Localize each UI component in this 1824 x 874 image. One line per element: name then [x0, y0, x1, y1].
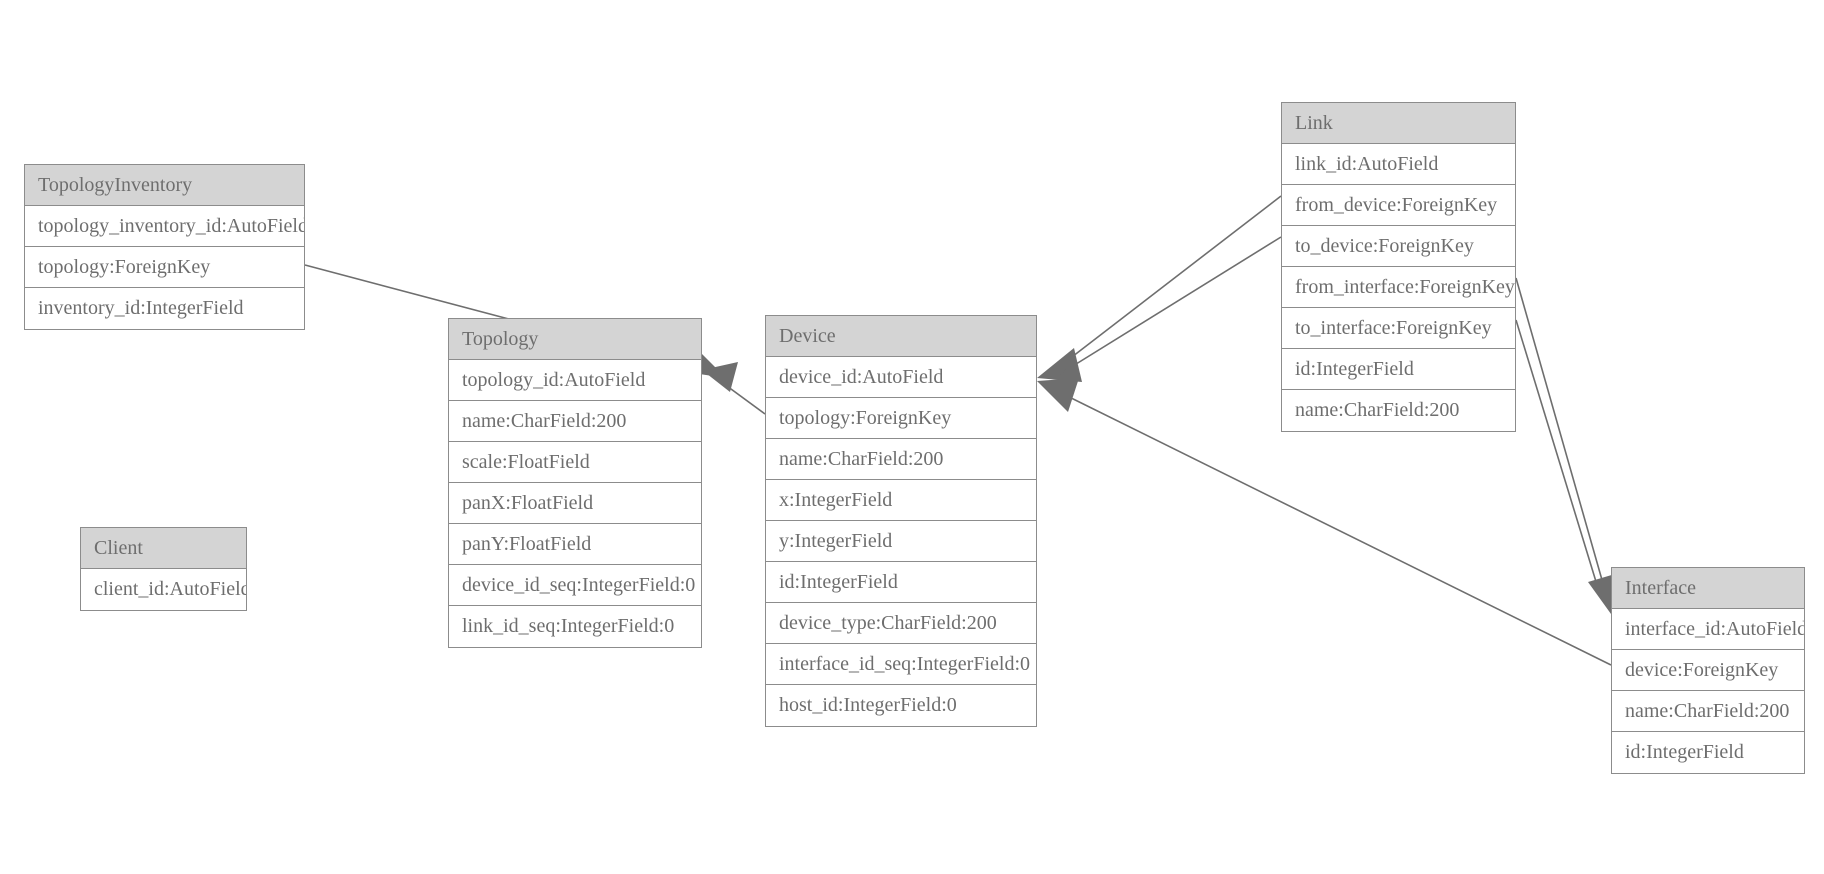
edge-link-from-interface — [1515, 277, 1615, 614]
entity-field: device_type:CharField:200 — [766, 603, 1036, 644]
entity-field: name:CharField:200 — [1612, 691, 1804, 732]
entity-field: name:CharField:200 — [1282, 390, 1515, 431]
entity-field: panY:FloatField — [449, 524, 701, 565]
entity-title-topology: Topology — [449, 319, 701, 360]
entity-field: interface_id_seq:IntegerField:0 — [766, 644, 1036, 685]
edge-link-to-device — [1059, 236, 1282, 375]
entity-title-client: Client — [81, 528, 246, 569]
entity-field: panX:FloatField — [449, 483, 701, 524]
entity-field: device_id_seq:IntegerField:0 — [449, 565, 701, 606]
entity-field: client_id:AutoField — [81, 569, 246, 610]
entity-field: topology_inventory_id:AutoField — [25, 206, 304, 247]
entity-field: y:IntegerField — [766, 521, 1036, 562]
entity-field: topology:ForeignKey — [25, 247, 304, 288]
entity-field: device_id:AutoField — [766, 357, 1036, 398]
entity-field: from_device:ForeignKey — [1282, 185, 1515, 226]
entity-title-link: Link — [1282, 103, 1515, 144]
entity-field: to_interface:ForeignKey — [1282, 308, 1515, 349]
entity-field: topology_id:AutoField — [449, 360, 701, 401]
entity-field: id:IntegerField — [1282, 349, 1515, 390]
entity-field: name:CharField:200 — [449, 401, 701, 442]
entity-field: name:CharField:200 — [766, 439, 1036, 480]
entity-field: link_id_seq:IntegerField:0 — [449, 606, 701, 647]
entity-field: device:ForeignKey — [1612, 650, 1804, 691]
entity-field: id:IntegerField — [766, 562, 1036, 603]
entity-field: inventory_id:IntegerField — [25, 288, 304, 329]
entity-field: link_id:AutoField — [1282, 144, 1515, 185]
entity-title-topology_inventory: TopologyInventory — [25, 165, 304, 206]
entity-field: host_id:IntegerField:0 — [766, 685, 1036, 726]
entity-title-device: Device — [766, 316, 1036, 357]
entity-title-interface: Interface — [1612, 568, 1804, 609]
edge-link-to-interface — [1515, 319, 1602, 599]
entity-field: to_device:ForeignKey — [1282, 226, 1515, 267]
edge-link-from-device — [1037, 195, 1282, 382]
entity-field: scale:FloatField — [449, 442, 701, 483]
edge-device-topology — [702, 362, 766, 415]
entity-field: interface_id:AutoField — [1612, 609, 1804, 650]
entity-field: topology:ForeignKey — [766, 398, 1036, 439]
entity-field: x:IntegerField — [766, 480, 1036, 521]
entity-field: id:IntegerField — [1612, 732, 1804, 773]
entity-field: from_interface:ForeignKey — [1282, 267, 1515, 308]
